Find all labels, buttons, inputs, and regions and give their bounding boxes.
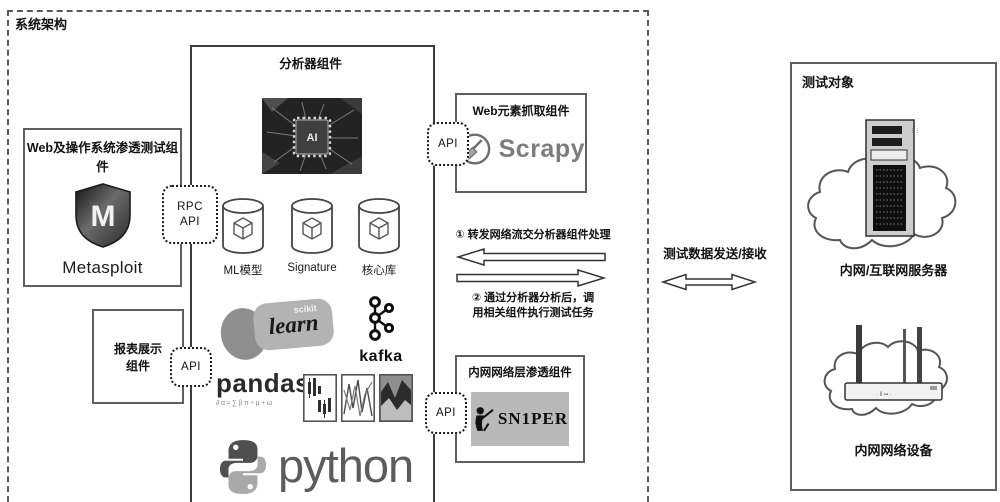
pandas-label: pandas	[216, 368, 311, 398]
ai-chip-image: AI	[262, 98, 362, 174]
system-region	[7, 10, 649, 502]
kafka-logo: kafka	[350, 295, 412, 366]
server-cloud-icon: ⋮⋮	[807, 119, 957, 250]
double-arrow-icon	[660, 273, 758, 291]
database-cylinder-ml-icon	[222, 198, 264, 254]
transfer-label: 测试数据发送/接收	[663, 247, 767, 261]
ai-chip-label: AI	[307, 132, 318, 144]
api-left-text: API	[180, 360, 202, 373]
scrapy-label: Scrapy	[498, 134, 585, 163]
metasploit-shield-icon: M	[74, 183, 131, 248]
pentest-box-title: Web及操作系统渗透测试组件	[26, 141, 179, 174]
flow-from-analyzer-label: ② 通过分析器分析后，调 用相关组件执行测试任务	[450, 291, 616, 321]
kafka-label: kafka	[359, 348, 403, 365]
api-bottom-text: API	[435, 406, 457, 419]
scrapy-box-title: Web元素抓取组件	[472, 104, 570, 118]
svg-text:· ‖ ▪▪ ·: · ‖ ▪▪ ·	[876, 392, 892, 398]
sniper-logo: SN1PER	[471, 392, 569, 446]
pandas-logo: pandas ∂α≈∑βπ÷μ+ω	[216, 368, 311, 407]
db-label-signature: Signature	[287, 262, 337, 274]
database-cylinder-core-icon	[358, 198, 400, 254]
sniper-figure-icon	[474, 407, 494, 432]
line-chart-thumb-icon	[341, 374, 375, 422]
python-label: python	[278, 439, 414, 492]
kafka-icon	[369, 296, 395, 341]
metasploit-m-glyph: M	[90, 200, 115, 233]
metasploit-label: Metasploit	[62, 258, 143, 277]
scikit-learn-badge: scikit learn	[252, 297, 335, 352]
arrow-left-icon	[456, 248, 606, 266]
scrapy-box: Web元素抓取组件 Scrapy	[455, 93, 587, 193]
database-cylinder-signature-icon	[291, 198, 333, 254]
area-chart-thumb-icon	[379, 374, 413, 422]
target-box: 测试对象 ⋮⋮ 内网/互联网服务器	[790, 62, 997, 491]
pentest-box: Web及操作系统渗透测试组件 M Metasploit	[23, 128, 182, 287]
flow-from-analyzer-line1: ② 通过分析器分析后，调	[471, 292, 595, 304]
server-tower-icon: ⋮⋮	[865, 119, 920, 237]
rpc-text: RPC	[177, 201, 203, 214]
chart-thumbnails	[303, 374, 413, 422]
sniper-label: SN1PER	[497, 409, 569, 428]
router-icon: · ‖ ▪▪ ·	[844, 325, 943, 401]
sniper-box: 内网网络层渗透组件 SN1PER	[455, 355, 585, 463]
api-connector-sniper: API	[425, 392, 467, 434]
bar-chart-thumb-icon	[303, 374, 337, 422]
sniper-box-title: 内网网络层渗透组件	[468, 367, 572, 379]
pandas-formula-text: ∂α≈∑βπ÷μ+ω	[216, 400, 274, 407]
router-cloud-label: 内网网络设备	[854, 443, 933, 458]
api-connector-scrapy: API	[427, 122, 469, 166]
system-region-label: 系统架构	[15, 17, 68, 32]
report-box-title-line1: 报表展示	[113, 341, 162, 356]
report-box-title-line2: 组件	[125, 358, 150, 373]
api-top-text: API	[437, 137, 459, 150]
svg-text:⋮⋮: ⋮⋮	[910, 128, 920, 134]
flow-to-analyzer-label: ① 转发网络流交分析器组件处理	[455, 229, 611, 241]
analyzer-box-title: 分析器组件	[279, 57, 342, 71]
arrow-right-icon	[456, 269, 606, 287]
db-label-ml: ML模型	[223, 265, 263, 277]
api-connector-report: API	[170, 347, 212, 387]
scikit-learn-logo: scikit learn	[215, 297, 336, 365]
target-box-title: 测试对象	[802, 75, 855, 90]
flow-from-analyzer-line2: 用相关组件执行测试任务	[472, 306, 594, 319]
python-logo: python	[218, 438, 414, 496]
server-cloud-label: 内网/互联网服务器	[839, 263, 948, 278]
rpc-api-text: API	[179, 215, 201, 228]
db-label-core: 核心库	[361, 265, 397, 277]
rpc-api-connector: RPC API	[162, 185, 218, 244]
python-icon	[219, 440, 267, 494]
router-cloud-icon: · ‖ ▪▪ ·	[823, 325, 948, 416]
learn-text: learn	[267, 309, 320, 340]
